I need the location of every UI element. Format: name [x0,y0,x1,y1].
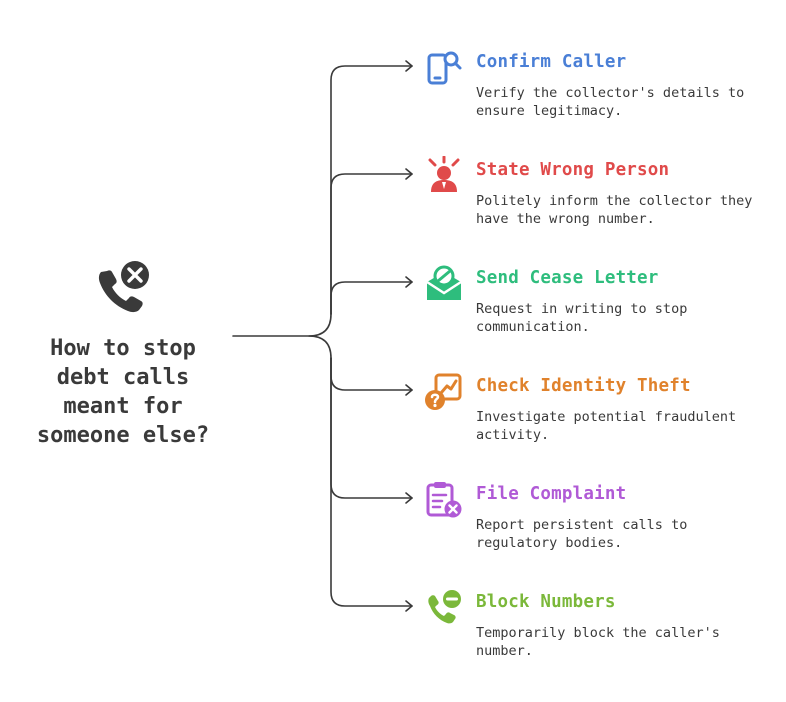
branch-title: Confirm Caller [476,52,627,72]
branch-description: Report persistent calls to regulatory bo… [476,517,688,551]
connector-trunk-down [308,335,332,359]
connector-arrowhead-0 [405,60,413,72]
branch-title: Check Identity Theft [476,376,691,396]
mail-block-icon [424,264,464,304]
center-node: How to stop debt calls meant for someone… [18,258,228,450]
phone-minus-icon [424,588,464,628]
connector-branch-1 [330,173,413,315]
center-title: How to stop debt calls meant for someone… [36,336,210,448]
branch-description: Verify the collector's details to ensure… [476,85,745,119]
connector-branch-3 [330,357,413,391]
clipboard-cancel-icon [424,480,464,520]
chart-question-icon [424,372,464,412]
phone-blocked-icon [91,258,155,322]
connector-arrowhead-4 [405,492,413,504]
connector-arrowhead-5 [405,600,413,612]
branch-description: Investigate potential fraudulent activit… [476,409,737,443]
branch-title: File Complaint [476,484,627,504]
branch-description: Temporarily block the caller's number. [476,625,720,659]
connector-branch-2 [330,281,413,315]
connector-arrowhead-2 [405,276,413,288]
branch-title: Block Numbers [476,592,616,612]
connector-branch-4 [330,357,413,499]
connector-branch-5 [330,357,413,607]
branch-title: Send Cease Letter [476,268,659,288]
connector-trunk-up [232,313,332,337]
branch-description: Request in writing to stop communication… [476,301,688,335]
alarmed-person-icon [424,155,464,196]
connector-arrowhead-1 [405,168,413,180]
branch-title: State Wrong Person [476,160,670,180]
connector-arrowhead-3 [405,384,413,396]
connector-branch-0 [330,65,413,315]
phone-search-icon [424,48,464,88]
branch-description: Politely inform the collector they have … [476,193,753,227]
